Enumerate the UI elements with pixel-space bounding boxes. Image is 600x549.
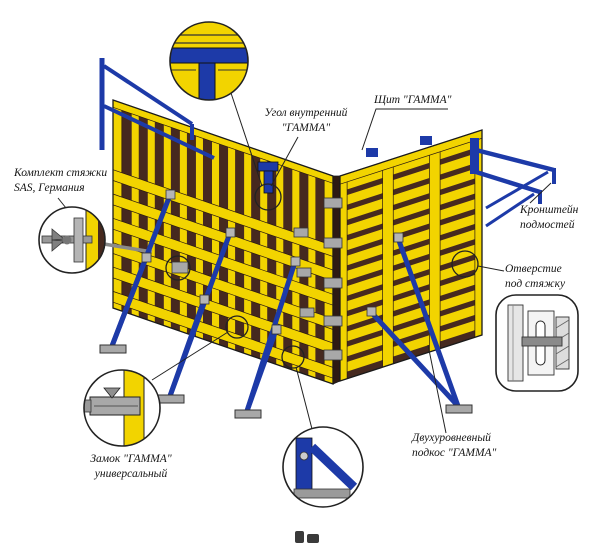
leader-lines [57,92,552,434]
label-inner-corner: Угол внутренний "ГАММА" [264,107,348,134]
detail-tie-assembly [38,206,106,274]
label-lock: Замок "ГАММА" универсальный [90,453,172,480]
label-tie-kit: Комплект стяжки SAS, Германия [14,167,108,194]
detail-tie-hole [495,294,579,392]
detail-lock [83,369,161,447]
bottom-mark [295,531,319,543]
marker-circles [165,183,479,369]
label-scaffold-bracket: Кронштейн подмостей [520,204,579,231]
corner-clamps [171,197,343,361]
brace-mounts [141,189,404,335]
tie-rod [103,242,153,254]
push-pull-braces [109,194,461,412]
detail-corner-profile [169,21,249,101]
scaffold-brackets [366,136,556,228]
brace-feet [99,344,473,419]
right-panel [340,130,482,381]
guardrail-post [99,58,215,160]
left-panel [113,100,333,384]
label-panel: Щит "ГАММА" [374,94,452,106]
detail-brace-foot [282,426,364,508]
label-two-level-brace: Двухуровневный подкос "ГАММА" [412,432,497,459]
label-tie-hole: Отверстие под стяжку [505,263,566,290]
